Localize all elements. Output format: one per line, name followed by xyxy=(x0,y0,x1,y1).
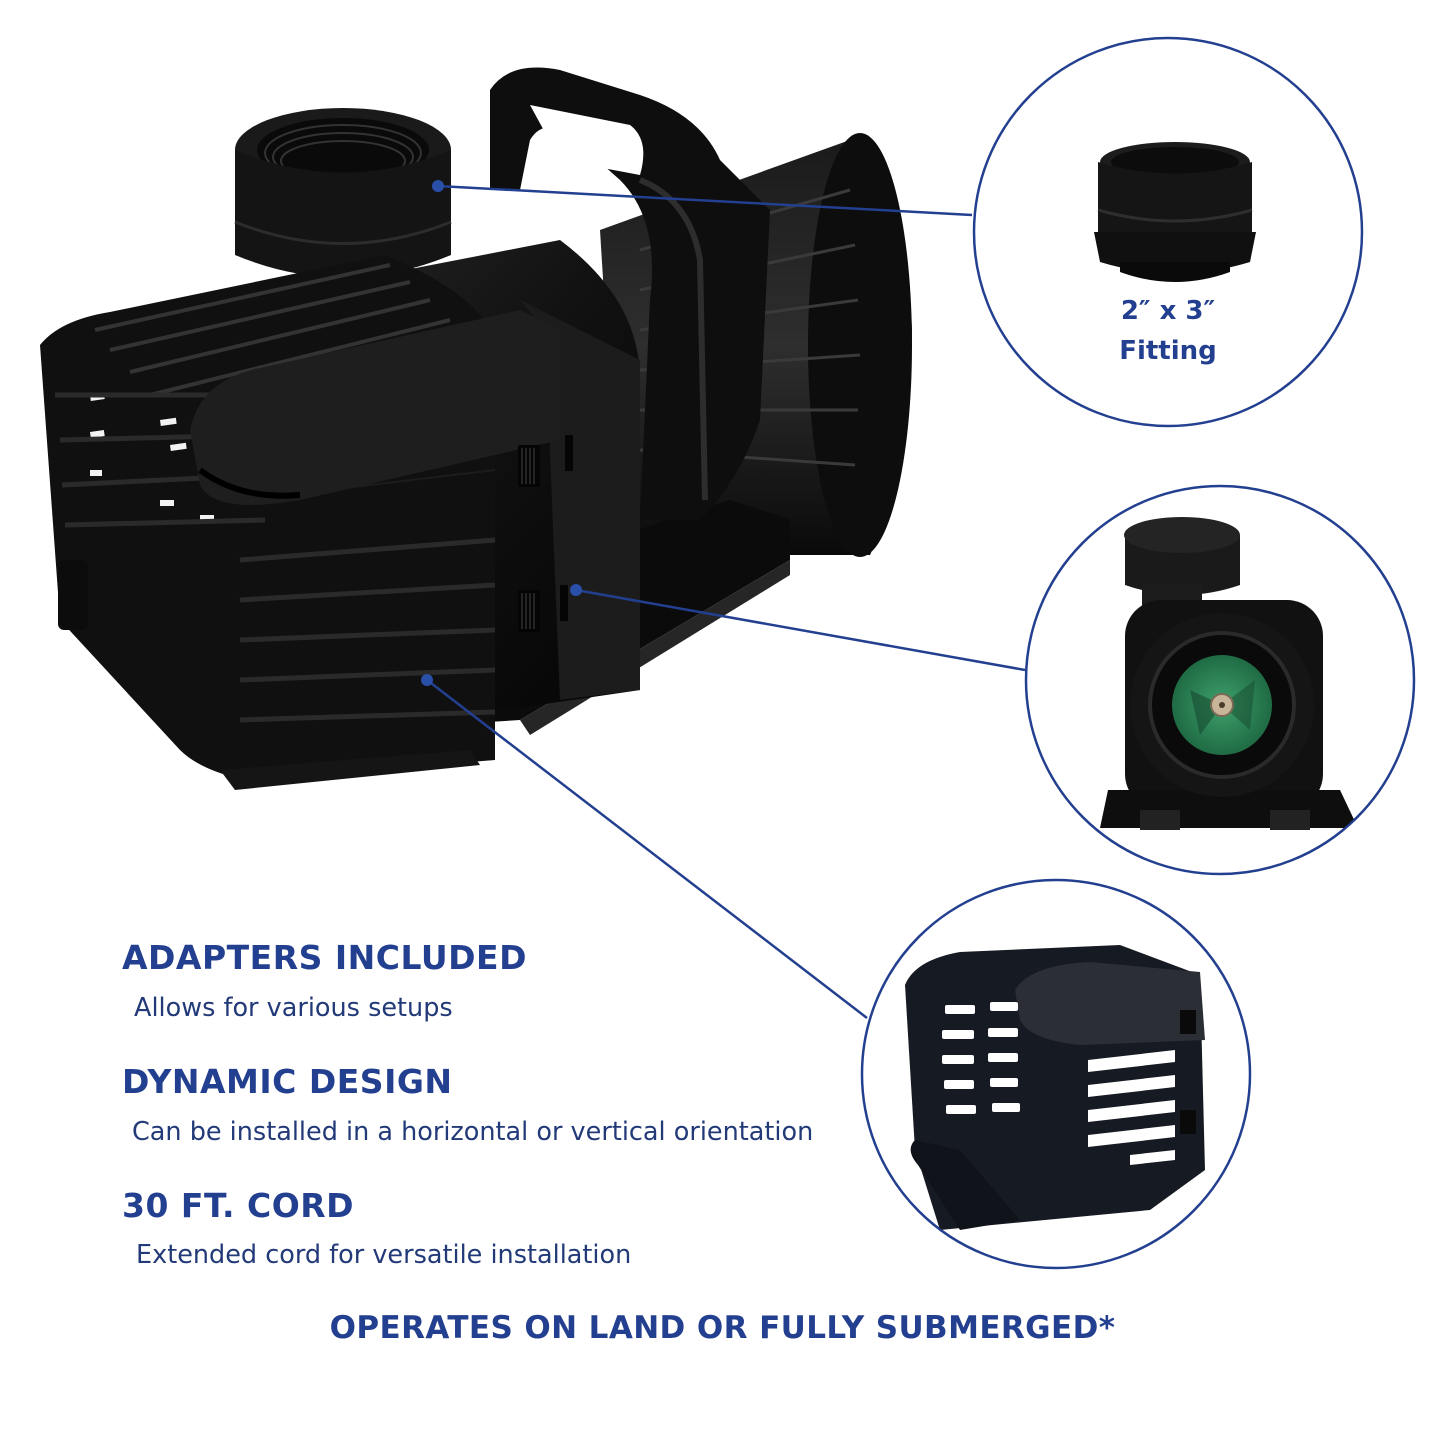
fitting-image xyxy=(1094,142,1256,282)
feature-desc-adapters: Allows for various setups xyxy=(134,993,453,1023)
feature-title-design: DYNAMIC DESIGN xyxy=(122,1062,453,1101)
inset-prefilter-cage xyxy=(860,878,1252,1270)
callout-dot-impeller xyxy=(570,584,582,596)
feature-desc-cord: Extended cord for versatile installation xyxy=(136,1240,632,1270)
callout-line-fitting xyxy=(437,184,973,217)
feature-desc-design: Can be installed in a horizontal or vert… xyxy=(132,1117,814,1147)
footer-tagline: OPERATES ON LAND OR FULLY SUBMERGED* xyxy=(329,1310,1116,1346)
callout-line-cage xyxy=(426,679,868,1019)
callout-dot-cage xyxy=(421,674,433,686)
fitting-name-label: Fitting xyxy=(1119,336,1217,366)
inset-fitting xyxy=(972,36,1364,428)
pump-main-image xyxy=(40,67,912,790)
feature-title-cord: 30 FT. CORD xyxy=(122,1186,355,1225)
feature-title-adapters: ADAPTERS INCLUDED xyxy=(122,938,527,977)
callout-lines xyxy=(421,180,1026,1019)
prefilter-cage-image xyxy=(905,945,1205,1230)
callout-line-impeller xyxy=(575,588,1026,672)
callout-dot-fitting xyxy=(432,180,444,192)
inset-impeller xyxy=(1024,484,1416,876)
impeller-image xyxy=(1100,517,1358,830)
fitting-size-label: 2″ x 3″ xyxy=(1120,296,1216,326)
